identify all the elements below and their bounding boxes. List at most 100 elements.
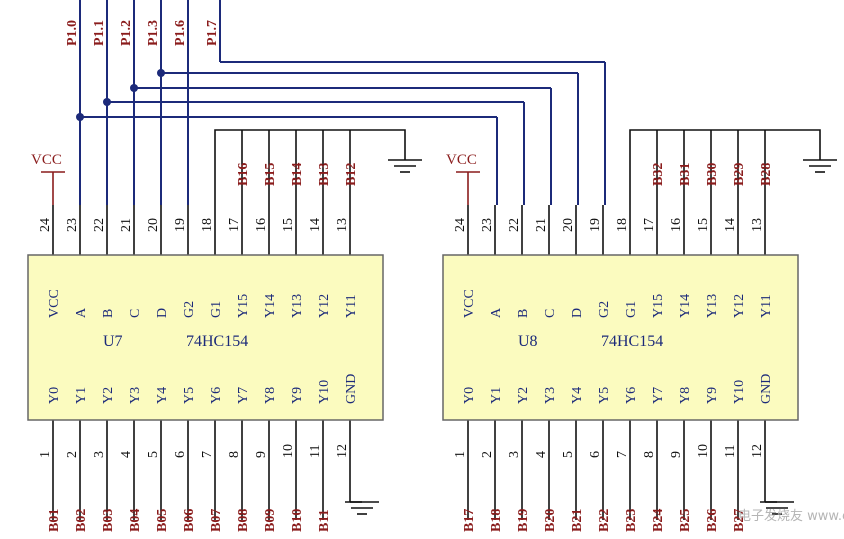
bottom-net-label: B17: [462, 509, 477, 532]
bottom-pin-name: Y0: [47, 387, 62, 404]
top-pin-name: VCC: [47, 289, 62, 318]
vcc-label: VCC: [446, 152, 477, 168]
top-pin-name: Y15: [236, 294, 251, 318]
ground-symbol: [760, 501, 794, 515]
vcc-label: VCC: [31, 152, 62, 168]
bottom-pin-name: Y7: [651, 387, 666, 404]
junction-dot: [103, 98, 111, 106]
top-pin-number: 21: [534, 218, 549, 232]
top-pin-name: G1: [209, 301, 224, 318]
bottom-pin-name: GND: [759, 374, 774, 404]
bottom-pin-number: 7: [615, 451, 630, 458]
top-pin-name: G1: [624, 301, 639, 318]
bottom-pin-name: Y10: [732, 380, 747, 404]
bottom-net-label: B09: [263, 509, 278, 532]
port-label: P1.3: [146, 20, 161, 46]
bottom-net-label: B24: [651, 509, 666, 532]
top-net-label: B16: [236, 163, 251, 186]
bottom-pin-name: Y1: [74, 387, 89, 404]
junction-dot: [157, 69, 165, 77]
top-net-label: B32: [651, 163, 666, 186]
bottom-pin-number: 6: [588, 451, 603, 458]
bottom-pin-number: 3: [92, 451, 107, 458]
top-pin-number: 21: [119, 218, 134, 232]
bottom-net-label: B23: [624, 509, 639, 532]
top-pin-name: C: [543, 309, 558, 318]
bottom-pin-name: Y0: [462, 387, 477, 404]
bottom-net-label: B03: [101, 509, 116, 532]
top-pin-number: 15: [281, 218, 296, 232]
bottom-net-label: B25: [678, 509, 693, 532]
bottom-pin-number: 8: [642, 451, 657, 458]
bottom-pin-name: Y5: [597, 387, 612, 404]
bottom-pin-name: Y10: [317, 380, 332, 404]
watermark-text: 电子发烧友 www.elecfans.com: [738, 509, 844, 524]
bottom-pin-name: Y8: [263, 387, 278, 404]
bottom-pin-number: 1: [453, 451, 468, 458]
top-pin-number: 16: [669, 218, 684, 232]
bottom-net-label: B07: [209, 509, 224, 532]
bottom-net-label: B10: [290, 509, 305, 532]
bottom-net-label: B26: [705, 509, 720, 532]
top-pin-name: Y15: [651, 294, 666, 318]
top-pin-number: 22: [507, 218, 522, 232]
g1-ground-wire: [629, 129, 821, 205]
bottom-pin-number: 4: [534, 451, 549, 458]
top-pin-number: 19: [173, 218, 188, 232]
bottom-pin-number: 11: [308, 445, 323, 458]
bottom-pin-number: 3: [507, 451, 522, 458]
chip-part-label: 74HC154: [186, 333, 248, 350]
bottom-pin-name: Y8: [678, 387, 693, 404]
top-net-label: B12: [344, 163, 359, 186]
port-label: P1.6: [173, 20, 188, 46]
top-pin-name: VCC: [462, 289, 477, 318]
top-pin-number: 20: [146, 218, 161, 232]
bottom-net-label: B01: [47, 509, 62, 532]
bottom-pin-number: 2: [65, 451, 80, 458]
top-pin-name: B: [516, 309, 531, 318]
top-net-label: B14: [290, 163, 305, 186]
top-pin-name: Y14: [678, 294, 693, 318]
port-label: P1.1: [92, 20, 107, 46]
bottom-pin-name: Y2: [516, 387, 531, 404]
bottom-net-label: B05: [155, 509, 170, 532]
top-pin-name: D: [155, 308, 170, 318]
bottom-pin-number: 8: [227, 451, 242, 458]
top-net-label: B31: [678, 163, 693, 186]
top-pin-number: 16: [254, 218, 269, 232]
top-pin-number: 24: [38, 218, 53, 232]
g1-ground-wire: [214, 129, 406, 205]
junction-dot: [130, 84, 138, 92]
bottom-net-label: B02: [74, 509, 89, 532]
bottom-pin-name: Y3: [128, 387, 143, 404]
bottom-pin-number: 9: [669, 451, 684, 458]
chip-ref-label: U7: [103, 333, 123, 350]
bottom-pin-number: 12: [750, 444, 765, 458]
top-net-label: B28: [759, 163, 774, 186]
top-pin-name: B: [101, 309, 116, 318]
bottom-pin-name: Y1: [489, 387, 504, 404]
bottom-pin-number: 2: [480, 451, 495, 458]
top-pin-name: C: [128, 309, 143, 318]
port-label: P1.2: [119, 20, 134, 46]
top-pin-number: 17: [227, 218, 242, 232]
bottom-pin-name: Y9: [705, 387, 720, 404]
top-pin-name: G2: [597, 301, 612, 318]
bottom-net-label: B21: [570, 509, 585, 532]
bottom-net-label: B04: [128, 509, 143, 532]
top-pin-name: Y13: [705, 294, 720, 318]
chip-part-label: 74HC154: [601, 333, 663, 350]
top-pin-number: 18: [615, 218, 630, 232]
bottom-pin-number: 6: [173, 451, 188, 458]
top-pin-number: 22: [92, 218, 107, 232]
port-label: P1.7: [205, 20, 220, 46]
top-pin-name: Y14: [263, 294, 278, 318]
bottom-pin-name: Y5: [182, 387, 197, 404]
top-pin-name: Y13: [290, 294, 305, 318]
top-net-label: B15: [263, 163, 278, 186]
bottom-pin-number: 7: [200, 451, 215, 458]
bottom-pin-name: Y4: [155, 387, 170, 404]
